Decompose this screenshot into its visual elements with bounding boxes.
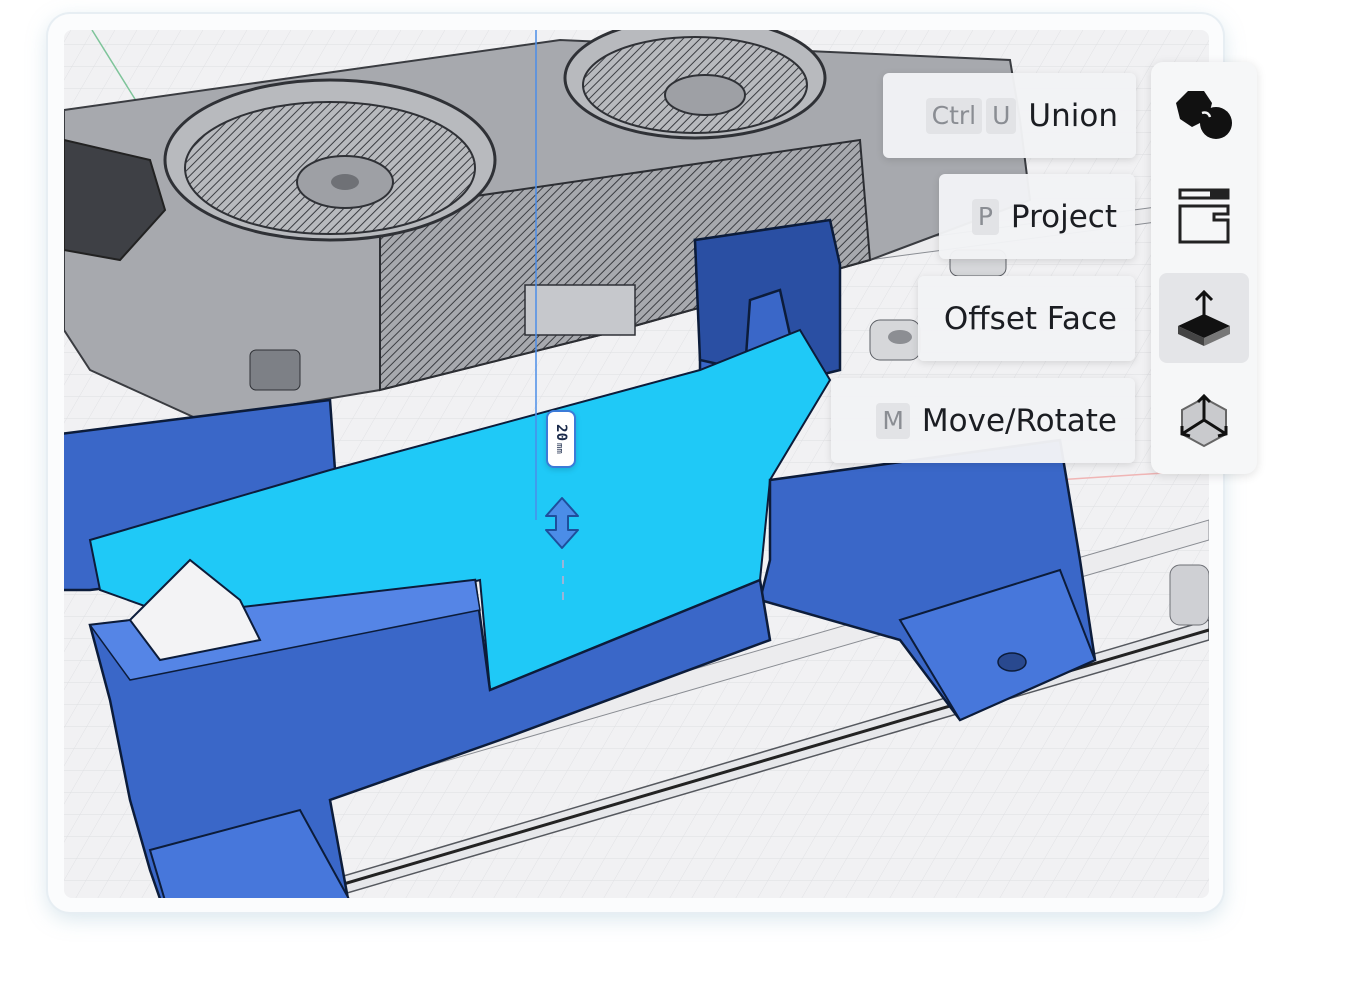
shortcut-key-p: P [971, 198, 999, 235]
shortcut-key-m: M [876, 402, 910, 439]
3d-viewport[interactable]: 20mm [64, 30, 1209, 898]
tooltip-offset-face: Offset Face [918, 276, 1135, 361]
selected-part[interactable] [64, 218, 1097, 898]
shortcut-key-ctrl: Ctrl [925, 97, 983, 134]
project-button[interactable] [1159, 171, 1249, 261]
ghost-part[interactable] [64, 30, 1032, 422]
union-icon [1176, 91, 1232, 139]
tooltip-label-union: Union [1028, 97, 1118, 134]
tooltip-label-move-rotate: Move/Rotate [921, 402, 1117, 439]
tooltip-label-offset-face: Offset Face [943, 300, 1117, 337]
shortcut-key-u: U [986, 97, 1017, 134]
tooltip-project: P Project [939, 174, 1135, 259]
project-icon [1178, 188, 1230, 244]
dimension-unit: mm [554, 443, 564, 454]
offset-drag-handle[interactable] [540, 494, 584, 552]
dimension-badge[interactable]: 20mm [546, 410, 576, 468]
scene-canvas[interactable] [64, 30, 1209, 898]
tooltip-label-project: Project [1010, 198, 1117, 235]
move-rotate-button[interactable] [1159, 375, 1249, 465]
tooltip-union: Ctrl U Union [883, 73, 1136, 158]
tooltip-move-rotate: M Move/Rotate [831, 378, 1135, 463]
tool-palette [1151, 62, 1257, 474]
dimension-value: 20 [553, 424, 569, 442]
move-rotate-icon [1180, 393, 1228, 448]
offset-face-icon [1178, 289, 1230, 346]
double-arrow-icon [545, 497, 579, 549]
offset-face-button[interactable] [1159, 273, 1249, 363]
union-button[interactable] [1159, 70, 1249, 160]
